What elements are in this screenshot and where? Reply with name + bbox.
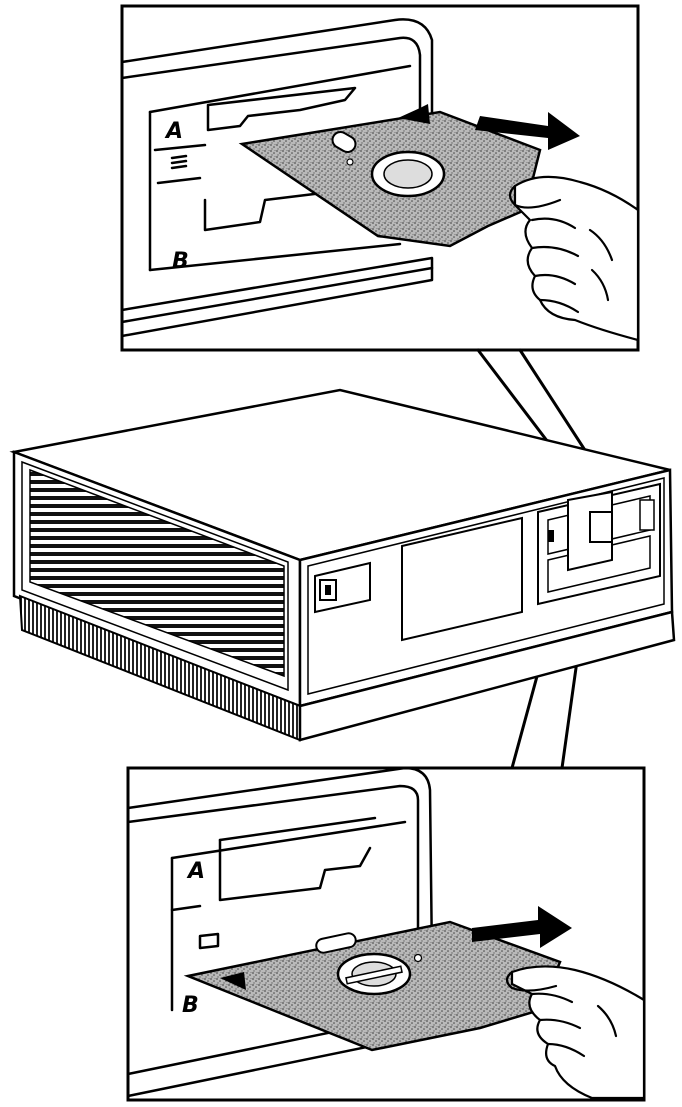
bottom-inset-panel: A B [128,768,644,1100]
top-inset-panel: A B [122,6,638,350]
top-drive-label-b: B [172,249,189,274]
computer-unit [14,390,674,740]
disk-hub-hole [384,160,432,188]
bottom-drive-label-a: A [186,859,205,884]
top-drive-label-a: A [164,119,183,144]
bottom-drive-label-b: B [182,993,199,1018]
